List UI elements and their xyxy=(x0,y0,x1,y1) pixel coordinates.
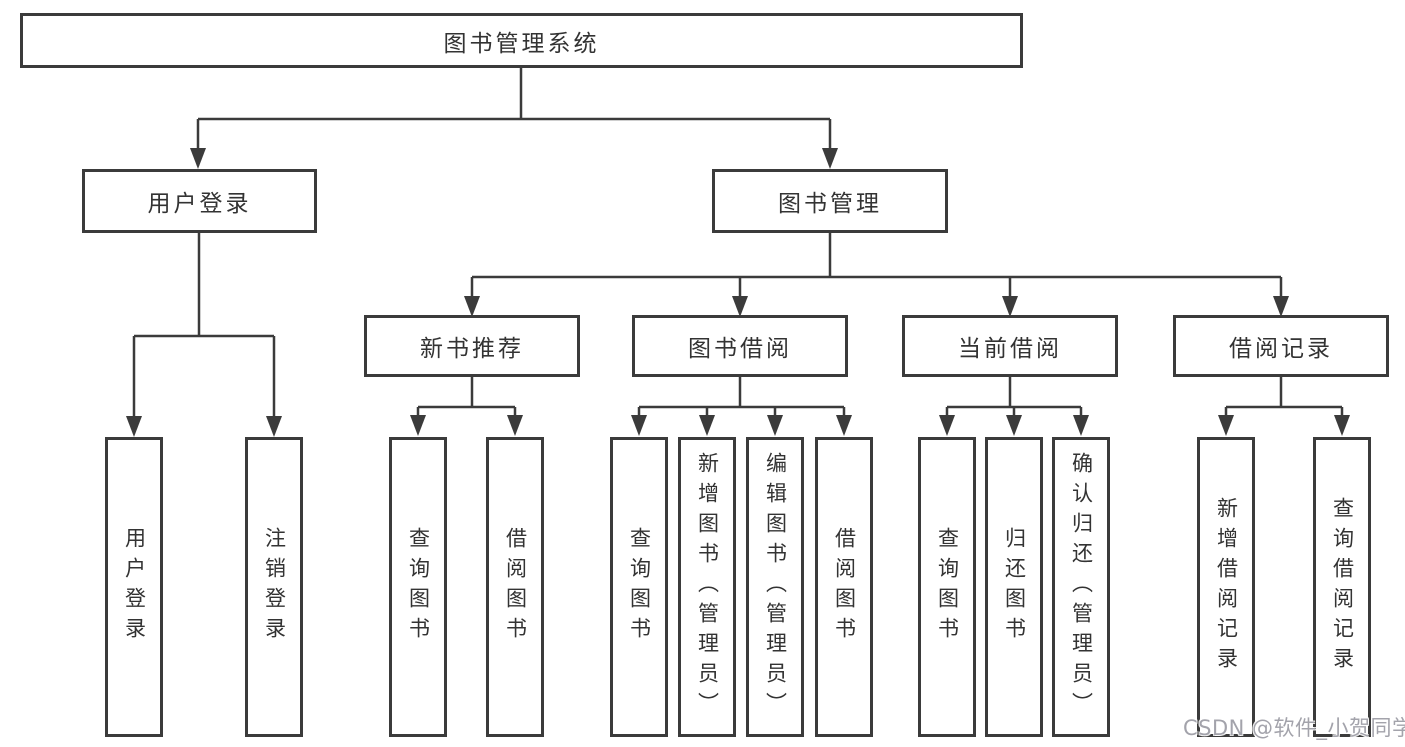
leaf-edit-book-admin: 编辑图书（管理员） xyxy=(746,437,804,737)
leaf-user-login: 用户登录 xyxy=(105,437,163,737)
leaf-logout: 注销登录 xyxy=(245,437,303,737)
node-book-management-system: 图书管理系统 xyxy=(20,13,1023,68)
node-user-login: 用户登录 xyxy=(82,169,317,233)
leaf-return-books: 归还图书 xyxy=(985,437,1043,737)
leaf-query-books-current: 查询图书 xyxy=(918,437,976,737)
node-current-borrow: 当前借阅 xyxy=(902,315,1118,377)
node-borrow-records: 借阅记录 xyxy=(1173,315,1389,377)
node-book-management: 图书管理 xyxy=(712,169,948,233)
leaf-query-borrow-record: 查询借阅记录 xyxy=(1313,437,1371,737)
leaf-query-books-borrow: 查询图书 xyxy=(610,437,668,737)
leaf-query-books-recommend: 查询图书 xyxy=(389,437,447,737)
leaf-confirm-return-admin: 确认归还（管理员） xyxy=(1052,437,1110,737)
leaf-borrow-books-recommend: 借阅图书 xyxy=(486,437,544,737)
leaf-add-borrow-record: 新增借阅记录 xyxy=(1197,437,1255,737)
leaf-borrow-books: 借阅图书 xyxy=(815,437,873,737)
csdn-watermark: CSDN @软件_小贺同学 xyxy=(1183,716,1405,740)
node-book-borrow: 图书借阅 xyxy=(632,315,848,377)
arrowheads xyxy=(126,148,1350,437)
leaf-add-book-admin: 新增图书（管理员） xyxy=(678,437,736,737)
node-new-book-recommend: 新书推荐 xyxy=(364,315,580,377)
